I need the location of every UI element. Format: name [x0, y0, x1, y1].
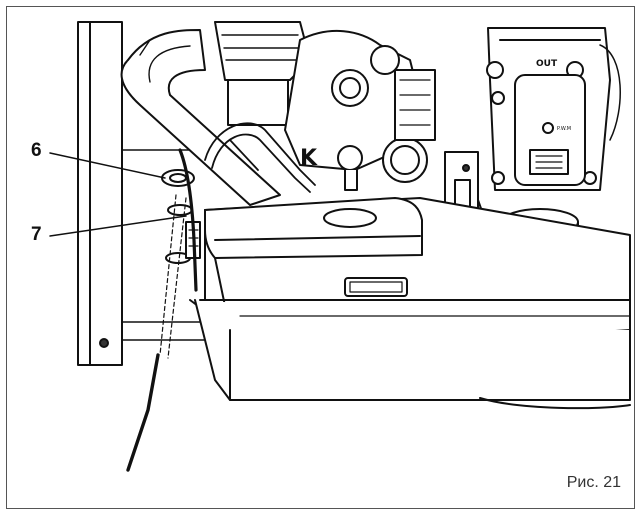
flue-pipe — [120, 29, 281, 206]
cable — [126, 148, 198, 472]
leader-lines — [49, 152, 187, 237]
callout-7: 7 — [31, 224, 42, 245]
leader-line-6 — [49, 152, 166, 179]
control-module: OUT P.W.M — [486, 27, 621, 191]
side-panel — [77, 21, 123, 366]
gas-valve-assembly: K — [214, 21, 436, 191]
tray-lid — [204, 197, 423, 259]
pwm-label: P.W.M — [557, 126, 571, 132]
figure-caption: Рис. 21 — [566, 474, 621, 491]
brand-logo-letter: K — [300, 146, 318, 171]
leader-line-7 — [49, 215, 187, 237]
out-label: OUT — [536, 59, 558, 69]
small-pipes — [204, 122, 316, 193]
callout-6: 6 — [31, 140, 42, 161]
